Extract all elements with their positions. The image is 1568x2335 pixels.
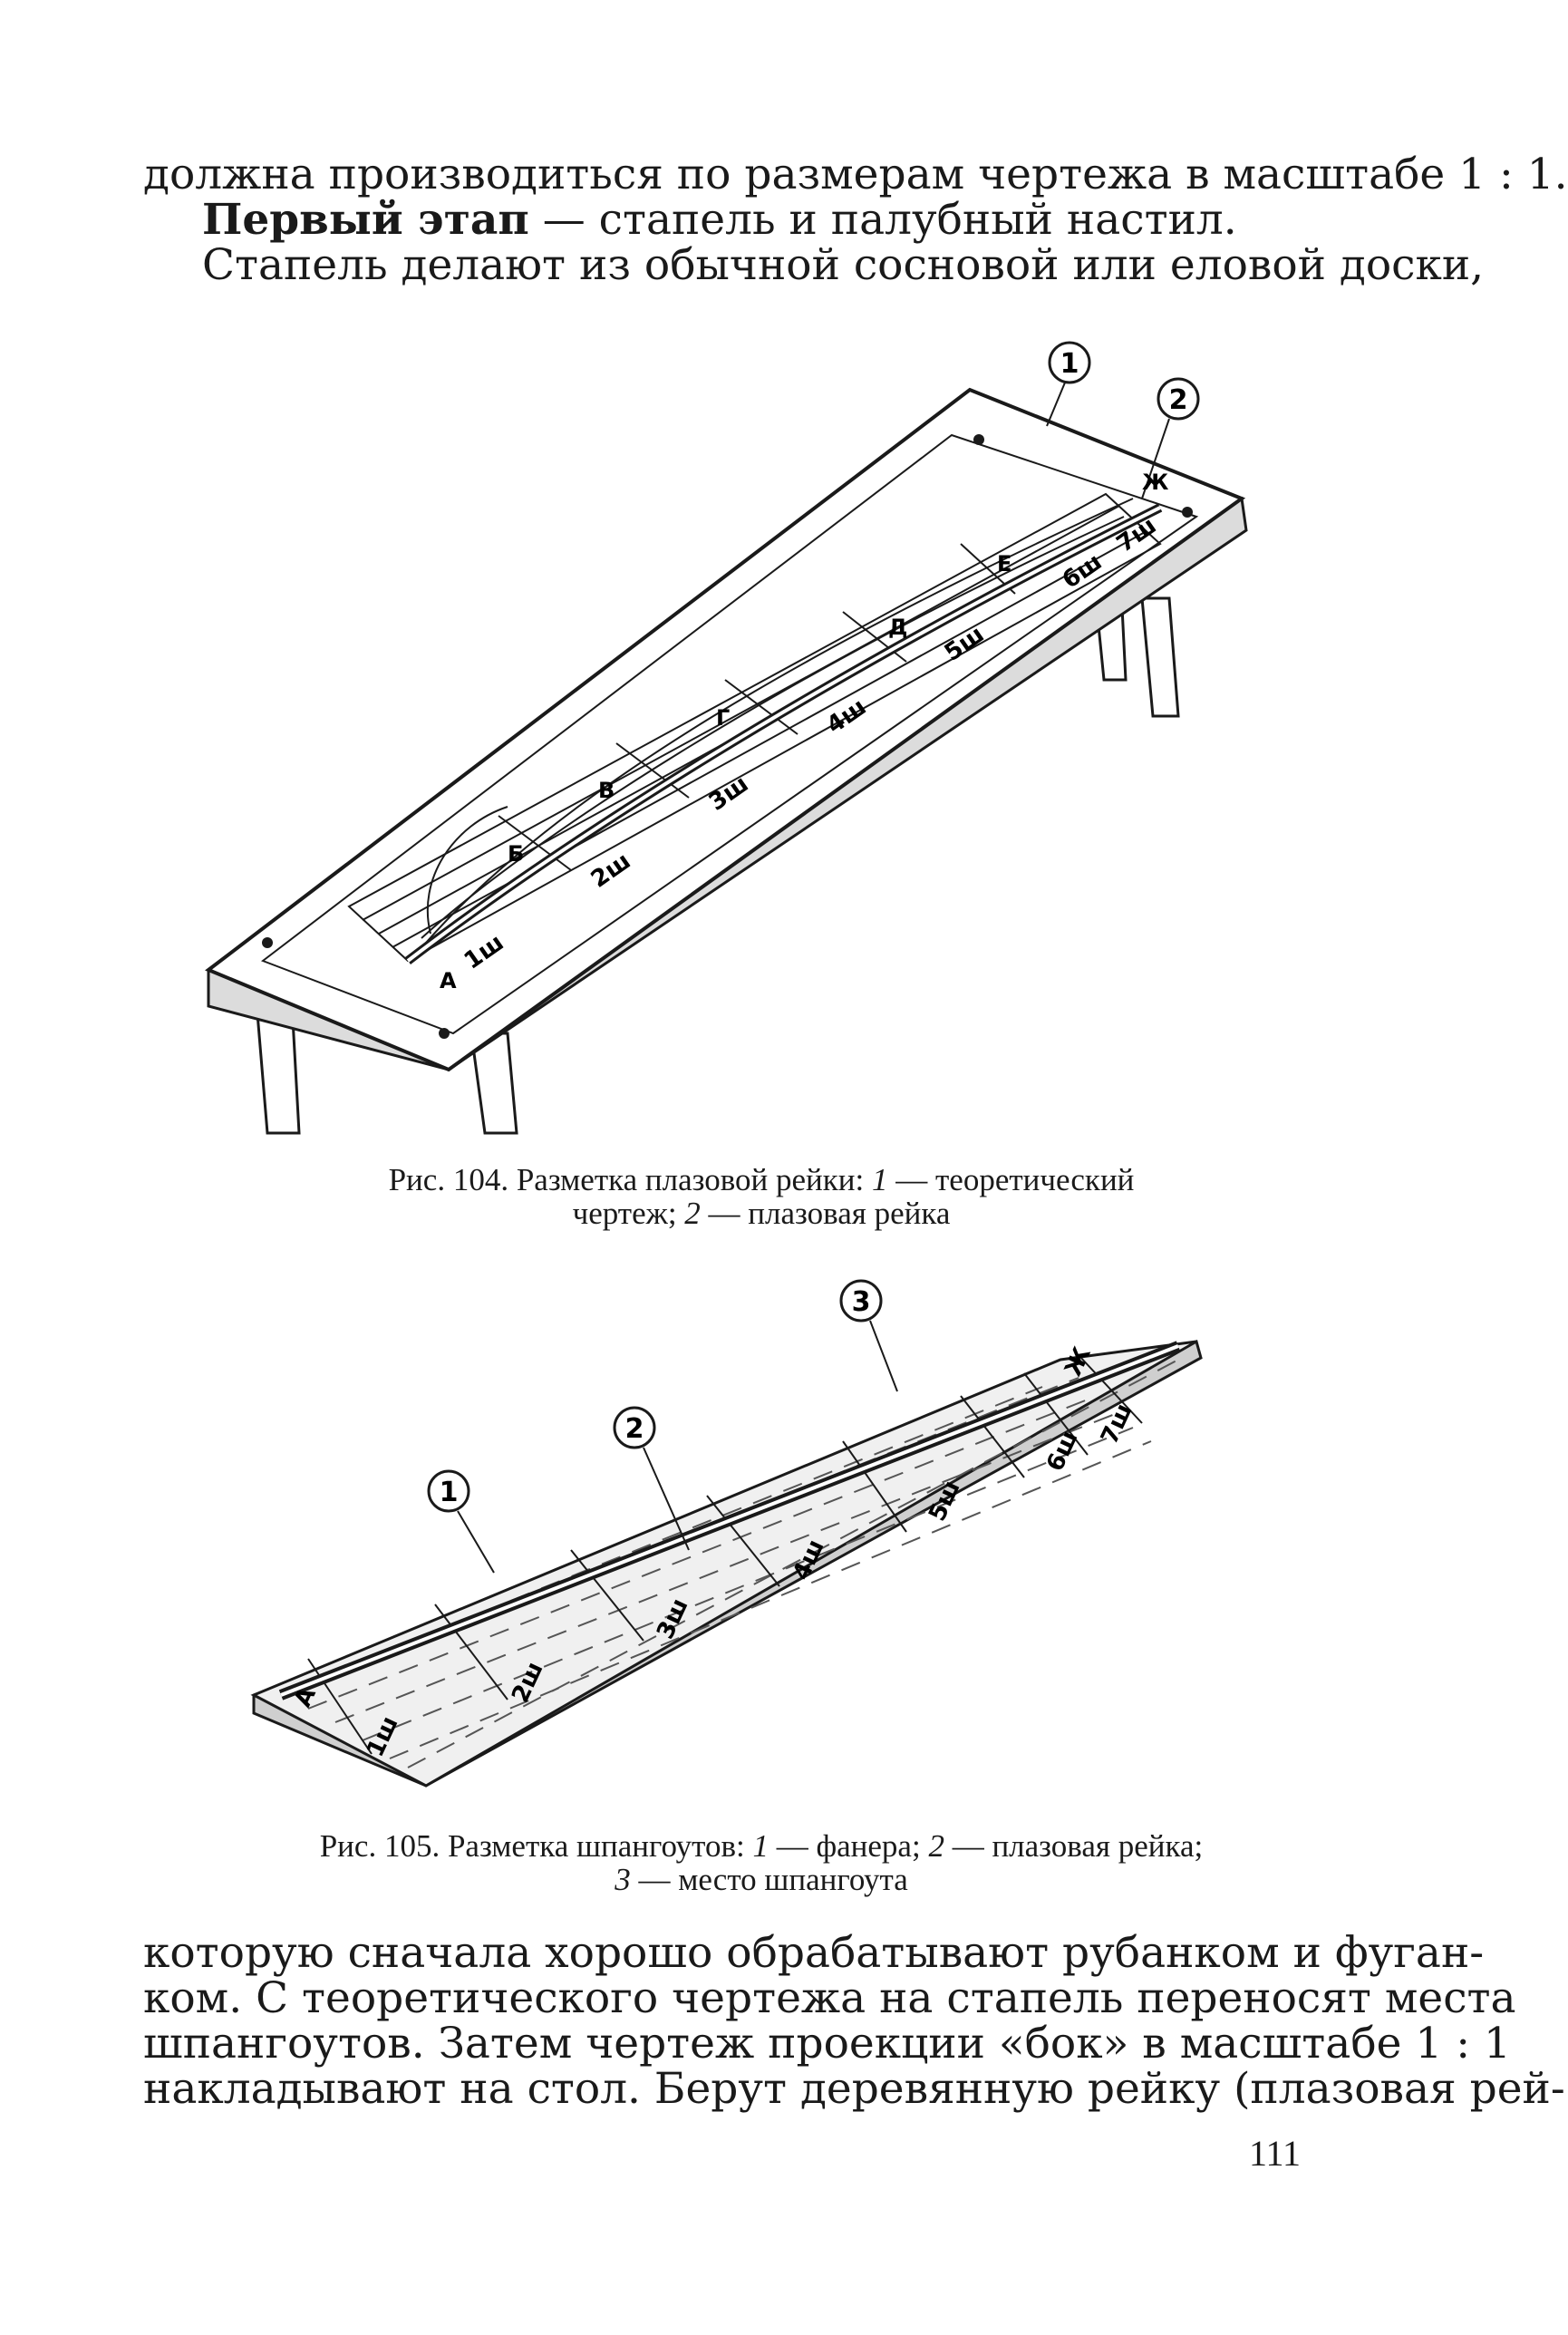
svg-text:2: 2 xyxy=(625,1413,644,1445)
callout-2: 2 xyxy=(1141,377,1200,499)
text-line: шпангоутов. Затем чертеж проекции «бок» … xyxy=(143,2019,1511,2069)
book-page: должна производиться по размерам чертежа… xyxy=(143,150,1568,2175)
svg-text:2: 2 xyxy=(1169,384,1188,416)
text-line: должна производиться по размерам чертежа… xyxy=(143,150,1568,199)
page-number: 111 xyxy=(1249,2133,1302,2174)
callout-1: 1 xyxy=(427,1469,495,1574)
caption-term: чертеж; xyxy=(572,1196,677,1231)
caption-term: — место шпангоута xyxy=(630,1862,908,1897)
caption-line: 3 — место шпангоута xyxy=(181,1863,1341,1896)
caption-line: Рис. 105. Разметка шпангоутов: 1 — фанер… xyxy=(181,1829,1341,1863)
caption-number: 3 xyxy=(615,1862,631,1897)
caption-line: чертеж; 2 — плазовая рейка xyxy=(181,1197,1341,1230)
callout-2: 2 xyxy=(613,1406,690,1551)
svg-text:Д: Д xyxy=(888,615,907,640)
svg-text:Ж: Ж xyxy=(1142,470,1169,495)
caption-term: — фанера; xyxy=(768,1828,921,1864)
caption-term: — теоретический xyxy=(887,1162,1135,1197)
top-paragraph: должна производиться по размерам чертежа… xyxy=(143,150,1568,290)
stage-heading: Первый этап xyxy=(202,195,529,245)
figure-104-caption: Рис. 104. Разметка плазовой рейки: 1 — т… xyxy=(181,1163,1341,1230)
caption-number: 1 xyxy=(752,1828,769,1864)
text-line: накладывают на стол. Берут деревянную ре… xyxy=(143,2064,1565,2114)
drawing-sheet xyxy=(260,433,1199,1035)
text-line: Стапель делают из обычной сосновой или е… xyxy=(202,240,1485,290)
text-line: которую сначала хорошо обрабатывают руба… xyxy=(143,1928,1485,1978)
callout-1: 1 xyxy=(1046,341,1091,427)
text-line: ком. С теоретического чертежа на стапель… xyxy=(143,1973,1516,2023)
svg-text:Е: Е xyxy=(997,551,1011,576)
bottom-paragraph: которую сначала хорошо обрабатывают руба… xyxy=(143,1928,1565,2114)
callout-3: 3 xyxy=(839,1279,898,1392)
letter-labels: А Б В Г Д Е Ж xyxy=(440,470,1169,993)
svg-text:1: 1 xyxy=(440,1477,459,1508)
stage-heading-rest: — стапель и палубный настил. xyxy=(528,195,1237,245)
caption-number: 2 xyxy=(684,1196,701,1231)
svg-text:А: А xyxy=(440,968,457,993)
caption-number: 1 xyxy=(872,1162,888,1197)
figure-105-caption: Рис. 105. Разметка шпангоутов: 1 — фанер… xyxy=(181,1829,1341,1896)
svg-text:3: 3 xyxy=(852,1286,871,1318)
plywood-sheet xyxy=(250,1340,1197,1788)
figure-104-illustration: 1 2 1ш 2ш 3ш 4ш 5ш 6ш 7ш А Б В Г Д Е Ж xyxy=(205,341,1248,1135)
caption-number: 2 xyxy=(928,1828,944,1864)
svg-text:В: В xyxy=(598,778,615,803)
text-line-heading: Первый этап — стапель и палубный настил. xyxy=(143,198,1292,243)
hull-lines xyxy=(421,498,1134,944)
screws xyxy=(262,434,1193,1039)
svg-text:1: 1 xyxy=(1060,348,1079,380)
station-lines xyxy=(307,1354,1143,1755)
svg-text:Г: Г xyxy=(716,705,730,731)
svg-text:Б: Б xyxy=(508,841,524,867)
caption-term: — плазовая рейка; xyxy=(944,1828,1204,1864)
caption-term: — плазовая рейка xyxy=(700,1196,951,1231)
caption-prefix: Рис. 105. Разметка шпангоутов: xyxy=(319,1828,745,1864)
caption-prefix: Рис. 104. Разметка плазовой рейки: xyxy=(388,1162,865,1197)
figure-105-illustration: 1 2 3 1ш 2ш 3ш 4ш 5ш 6ш 7ш А Ж xyxy=(250,1279,1203,1788)
caption-line: Рис. 104. Разметка плазовой рейки: 1 — т… xyxy=(181,1163,1341,1197)
